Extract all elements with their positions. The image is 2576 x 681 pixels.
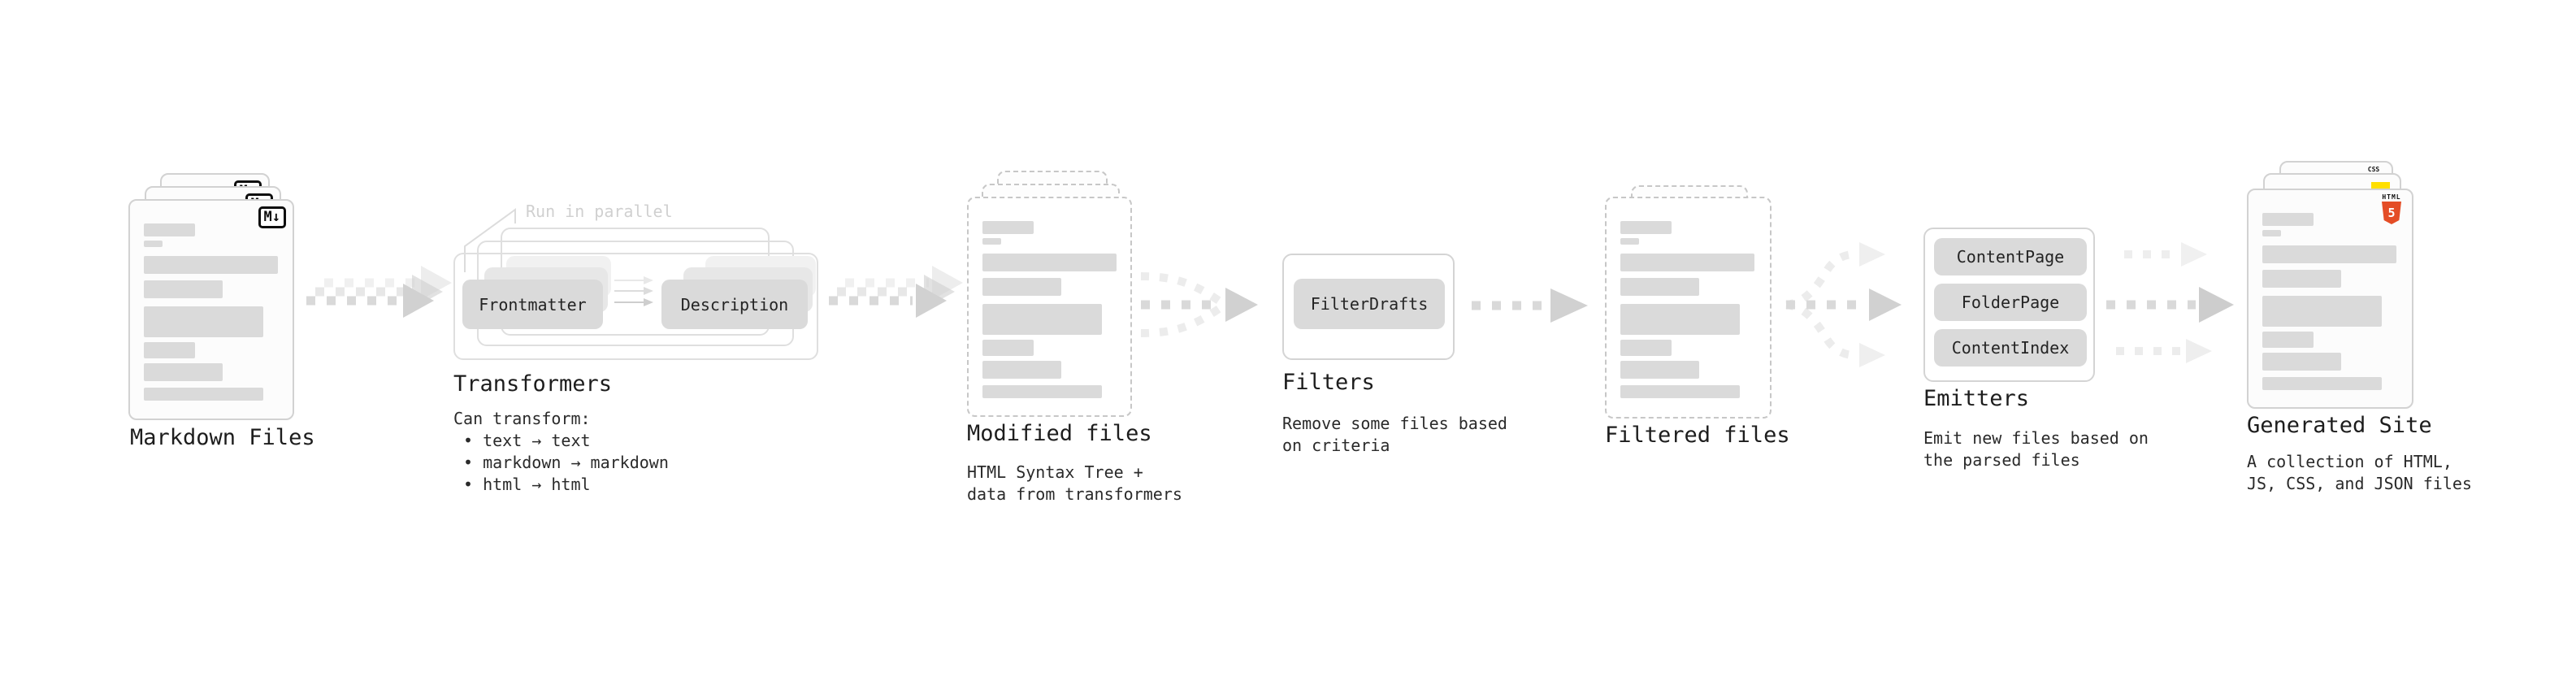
text-line-placeholders <box>2262 213 2396 390</box>
text-line-placeholders <box>1620 221 1754 398</box>
transformer-pill-description: Description <box>661 280 808 329</box>
arrow-filtered-to-emitters <box>1785 242 1902 367</box>
arrow-filters-to-filtered <box>1472 288 1588 323</box>
modified-files-subtitle: HTML Syntax Tree + <box>967 462 1143 482</box>
transformers-label: Transformers <box>453 371 613 397</box>
transformers-frame-front <box>453 253 818 360</box>
emitters-subtitle: the parsed files <box>1923 450 2080 470</box>
filtered-files-label: Filtered files <box>1605 423 1790 448</box>
arrow-markdown-to-transformers <box>306 266 452 318</box>
js-logo-icon <box>2371 182 2390 189</box>
emitters-label: Emitters <box>1923 386 2030 411</box>
generated-site-subtitle: A collection of HTML, <box>2247 452 2452 471</box>
transformers-bullet: • text → text <box>463 431 591 450</box>
text-line-placeholders <box>144 223 278 401</box>
html5-logo-icon: HTML 5 <box>2381 193 2402 224</box>
arrow-transformers-to-modified <box>829 266 963 318</box>
filters-label: Filters <box>1282 370 1375 395</box>
emitter-pill-contentpage: ContentPage <box>1934 238 2087 275</box>
emitter-pill-contentindex: ContentIndex <box>1934 329 2087 367</box>
transformers-bullet: • html → html <box>463 475 591 494</box>
modified-file-card-front <box>967 197 1132 417</box>
emitters-subtitle: Emit new files based on <box>1923 428 2149 448</box>
transformers-subtitle: Can transform: <box>453 409 591 428</box>
text-line-placeholders <box>982 221 1117 398</box>
markdown-file-card-front: M↓ <box>128 199 294 420</box>
filters-subtitle: Remove some files based <box>1282 414 1507 433</box>
transformer-pill-frontmatter: Frontmatter <box>462 280 603 329</box>
filters-subtitle: on criteria <box>1282 436 1390 455</box>
filtered-file-card-front <box>1605 197 1772 419</box>
annotation-leader-line <box>464 208 516 272</box>
arrow-emitters-to-generated <box>2106 242 2234 363</box>
filter-pill-filterdrafts: FilterDrafts <box>1294 279 1445 329</box>
modified-files-label: Modified files <box>967 421 1152 446</box>
markdown-files-label: Markdown Files <box>130 425 315 450</box>
parallel-flow-arrows-icon <box>614 276 653 306</box>
generated-site-label: Generated Site <box>2247 413 2432 438</box>
emitter-pill-folderpage: FolderPage <box>1934 284 2087 321</box>
run-in-parallel-annotation: Run in parallel <box>526 202 673 221</box>
arrow-modified-to-filters <box>1140 272 1258 337</box>
transformers-bullet: • markdown → markdown <box>463 453 669 472</box>
markdown-logo-icon: M↓ <box>258 206 286 228</box>
generated-site-subtitle: JS, CSS, and JSON files <box>2247 474 2472 493</box>
modified-files-subtitle: data from transformers <box>967 484 1182 504</box>
generated-file-card-html: HTML 5 <box>2247 189 2413 409</box>
